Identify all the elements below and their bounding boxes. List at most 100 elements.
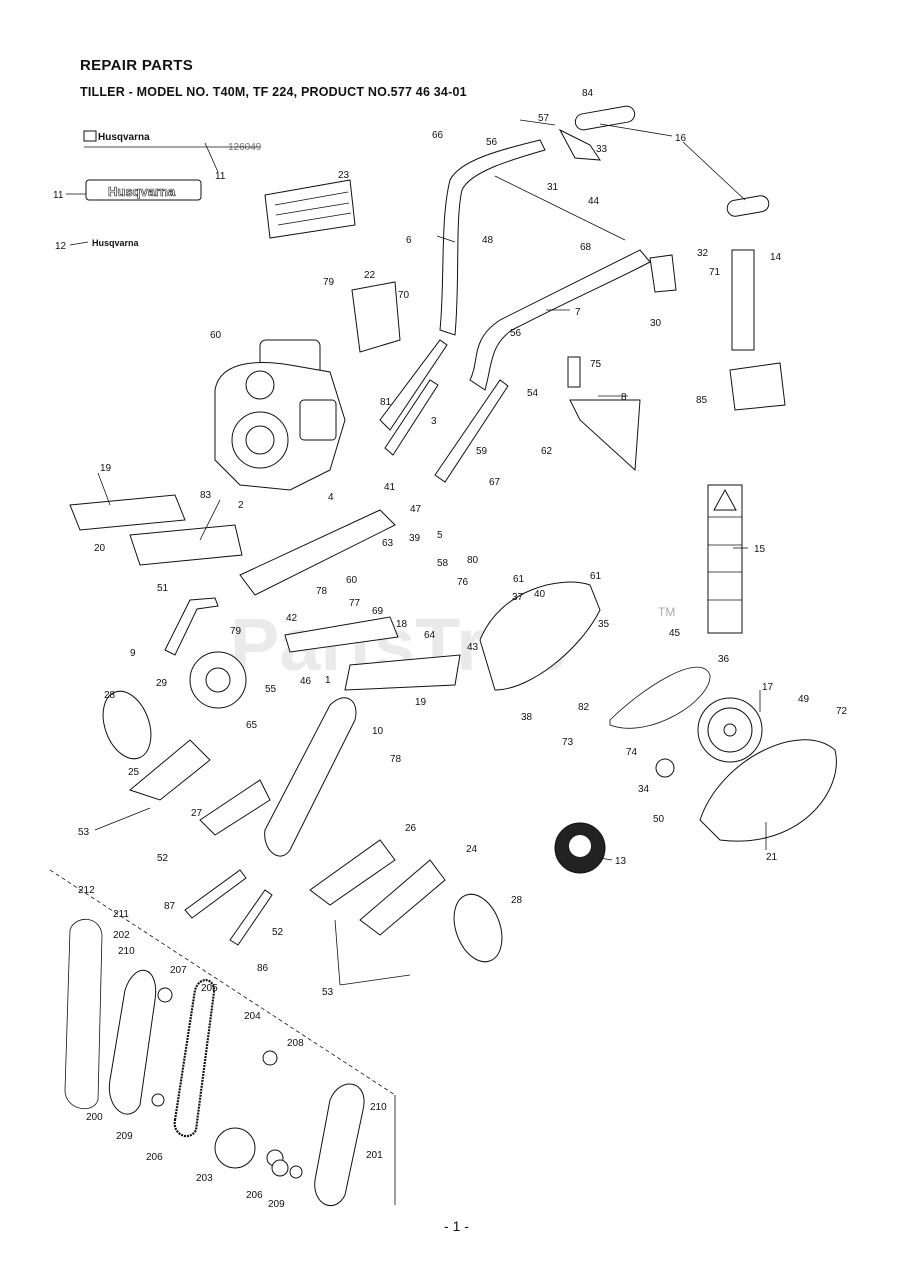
part-label: 47	[410, 504, 422, 515]
part-label: 33	[596, 144, 608, 155]
part-label: 52	[272, 927, 284, 938]
part-label: 23	[338, 170, 350, 181]
part-label: 19	[100, 463, 112, 474]
part-label: 56	[486, 137, 498, 148]
tine-26	[309, 839, 396, 906]
watermark-tm: TM	[658, 605, 675, 619]
part-label: 71	[709, 267, 721, 278]
tine-25	[128, 739, 211, 801]
part-label: 37	[512, 592, 524, 603]
part-label: 50	[653, 814, 665, 825]
part-label: 11	[215, 171, 226, 182]
part-label: 67	[489, 477, 501, 488]
part-label: 16	[675, 133, 687, 144]
part-label: 22	[364, 270, 376, 281]
part-label: 211	[113, 909, 129, 920]
part-label: 69	[372, 606, 384, 617]
part-label: 49	[798, 694, 810, 705]
part-label: 52	[157, 853, 169, 864]
tine-24	[359, 859, 446, 936]
part-label: 51	[157, 583, 169, 594]
tine-87	[184, 869, 247, 919]
part-label: 86	[257, 963, 269, 974]
part-label: 27	[191, 808, 203, 819]
page-number: - 1 -	[444, 1218, 469, 1234]
plate-19-bottom	[344, 654, 461, 691]
part-label: 205	[201, 983, 218, 994]
decal-12: Husqvarna	[92, 238, 140, 248]
part-label: 55	[265, 684, 277, 695]
part-label: 4	[328, 492, 334, 503]
part-label: 15	[754, 544, 766, 555]
part-label: 83	[200, 490, 212, 501]
engine	[214, 339, 346, 491]
part-label: 31	[547, 182, 559, 193]
part-label: 85	[696, 395, 708, 406]
part-label: 209	[268, 1199, 285, 1210]
part-label: 62	[541, 446, 553, 457]
part-label: 84	[582, 88, 594, 99]
brand-logo-small: Husqvarna	[92, 238, 140, 248]
cover-22	[351, 281, 401, 353]
plate-19-top	[69, 494, 186, 531]
part-label: 206	[146, 1152, 163, 1163]
page-title: REPAIR PARTS	[80, 57, 194, 74]
part-label: 36	[718, 654, 730, 665]
chain-case-10	[264, 697, 357, 857]
sprocket-203	[214, 1127, 256, 1169]
part-label: 53	[78, 827, 90, 838]
plate-2	[129, 524, 243, 566]
decal-14	[731, 249, 755, 351]
part-label: 59	[476, 446, 488, 457]
part-label: 28	[511, 895, 523, 906]
part-label: 30	[650, 318, 662, 329]
part-label: 3	[431, 416, 437, 427]
tine-86	[229, 889, 273, 946]
part-label: 81	[380, 397, 392, 408]
part-label: 79	[230, 626, 242, 637]
part-label: 45	[669, 628, 681, 639]
disc-28-right	[453, 893, 503, 963]
part-label: 58	[437, 558, 449, 569]
part-number-labels: 84 57 16 66 56 33 31 44 48 6 68 32 71 14…	[53, 88, 848, 1210]
part-label: 44	[588, 196, 600, 207]
pulley-34	[655, 758, 675, 778]
tine-27	[199, 779, 271, 836]
warning-decal-15	[707, 484, 743, 634]
part-label: 41	[384, 482, 396, 493]
frame-4	[239, 509, 396, 596]
part-label: 73	[562, 737, 574, 748]
part-label: 68	[580, 242, 592, 253]
part-label: 200	[86, 1112, 103, 1123]
part-label: 61	[513, 574, 525, 585]
page-subtitle: TILLER - MODEL NO. T40M, TF 224, PRODUCT…	[80, 85, 467, 99]
part-label: 18	[396, 619, 408, 630]
part-label: 5	[437, 530, 443, 541]
part-label: 208	[287, 1038, 304, 1049]
part-label: 42	[286, 613, 298, 624]
part-label: 76	[457, 577, 469, 588]
part-label: 203	[196, 1173, 213, 1184]
part-label: 80	[467, 555, 479, 566]
part-label: 57	[538, 113, 550, 124]
part-label: 2	[238, 500, 244, 511]
disc-28-left	[102, 690, 152, 760]
part-label: 38	[521, 712, 533, 723]
part-label: 72	[836, 706, 848, 717]
decal-85	[729, 362, 786, 411]
chain-205	[173, 979, 216, 1138]
part-label: 210	[118, 946, 135, 957]
decal-11-large: Husqvarna	[85, 179, 202, 201]
part-label: 212	[78, 885, 95, 896]
part-label: 79	[323, 277, 335, 288]
part-label: 64	[424, 630, 436, 641]
part-label: 202	[113, 930, 130, 941]
part-label: 70	[398, 290, 410, 301]
part-label: 13	[615, 856, 627, 867]
handle-9	[164, 597, 219, 656]
part-label: 54	[527, 388, 539, 399]
part-label: 32	[697, 248, 709, 259]
part-label: 75	[590, 359, 602, 370]
gasket-202	[64, 918, 103, 1109]
belt-36	[609, 666, 711, 729]
